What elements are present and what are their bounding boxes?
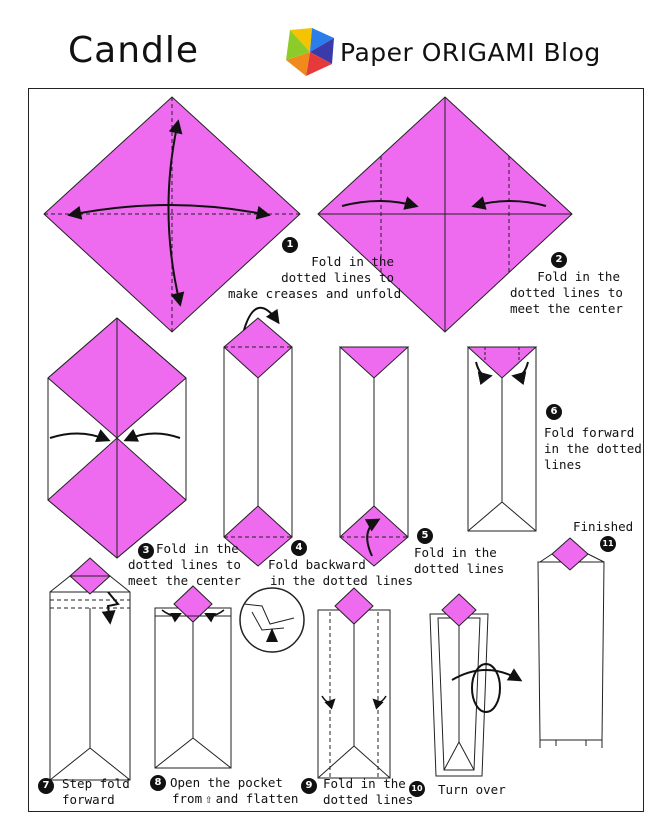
- step-8-label: Open the pocket from⇧and flatten: [170, 775, 299, 806]
- step-11-badge: 11: [600, 536, 616, 552]
- step-7-figure: [49, 557, 131, 781]
- step-7-badge: 7: [38, 778, 54, 794]
- step-8-badge: 8: [150, 775, 166, 791]
- step-11-label: Finished: [573, 519, 634, 534]
- brand-name: Paper ORIGAMI Blog: [340, 38, 601, 67]
- step-5-figure: [338, 346, 410, 567]
- step-8-figure: [154, 585, 305, 769]
- pinwheel-logo-icon: [286, 28, 334, 76]
- step-6-figure: [466, 346, 538, 532]
- step-2-badge: 2: [551, 252, 567, 268]
- page-title: Candle: [68, 30, 200, 71]
- step-6-badge: 6: [546, 404, 562, 420]
- step-2-figure: [317, 96, 573, 333]
- step-3-figure: [47, 317, 187, 559]
- step-10-figure: [429, 593, 523, 777]
- step-5-badge: 5: [417, 528, 433, 544]
- step-4-badge: 4: [291, 540, 307, 556]
- step-10-badge: 10: [409, 781, 425, 797]
- up-arrow-outline-icon: ⇧: [205, 791, 213, 806]
- step-4-figure: [223, 306, 293, 567]
- step-9-badge: 9: [301, 778, 317, 794]
- step-3-badge: 3: [138, 543, 154, 559]
- diagram-frame: [28, 88, 644, 812]
- step-9-figure: [317, 587, 391, 779]
- step-10-label: Turn over: [438, 782, 506, 797]
- step-1-figure: [43, 96, 301, 333]
- step-11-figure: [537, 537, 605, 748]
- step-1-badge: 1: [282, 237, 298, 253]
